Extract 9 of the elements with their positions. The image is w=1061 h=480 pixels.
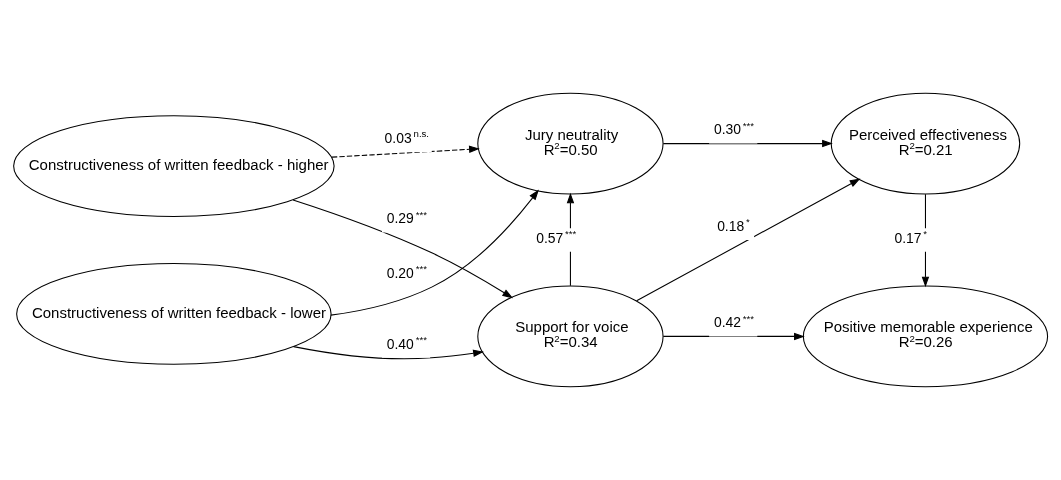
edge-label: 0.20$^{***}$ — [386, 263, 427, 281]
edge-label: 0.57$^{***}$ — [536, 228, 577, 246]
edge-label: 0.18$^{*}$ — [717, 216, 750, 234]
edge-label: 0.30$^{***}$ — [713, 119, 755, 138]
edge-label: 0.40$^{***}$ — [386, 334, 427, 352]
edge-label: 0.17$^{*}$ — [894, 228, 928, 246]
edge-label: 0.03$^{n.s.}$ — [384, 128, 430, 146]
edge-label: 0.29$^{***}$ — [386, 208, 427, 227]
edge-label: 0.42$^{***}$ — [713, 312, 755, 331]
